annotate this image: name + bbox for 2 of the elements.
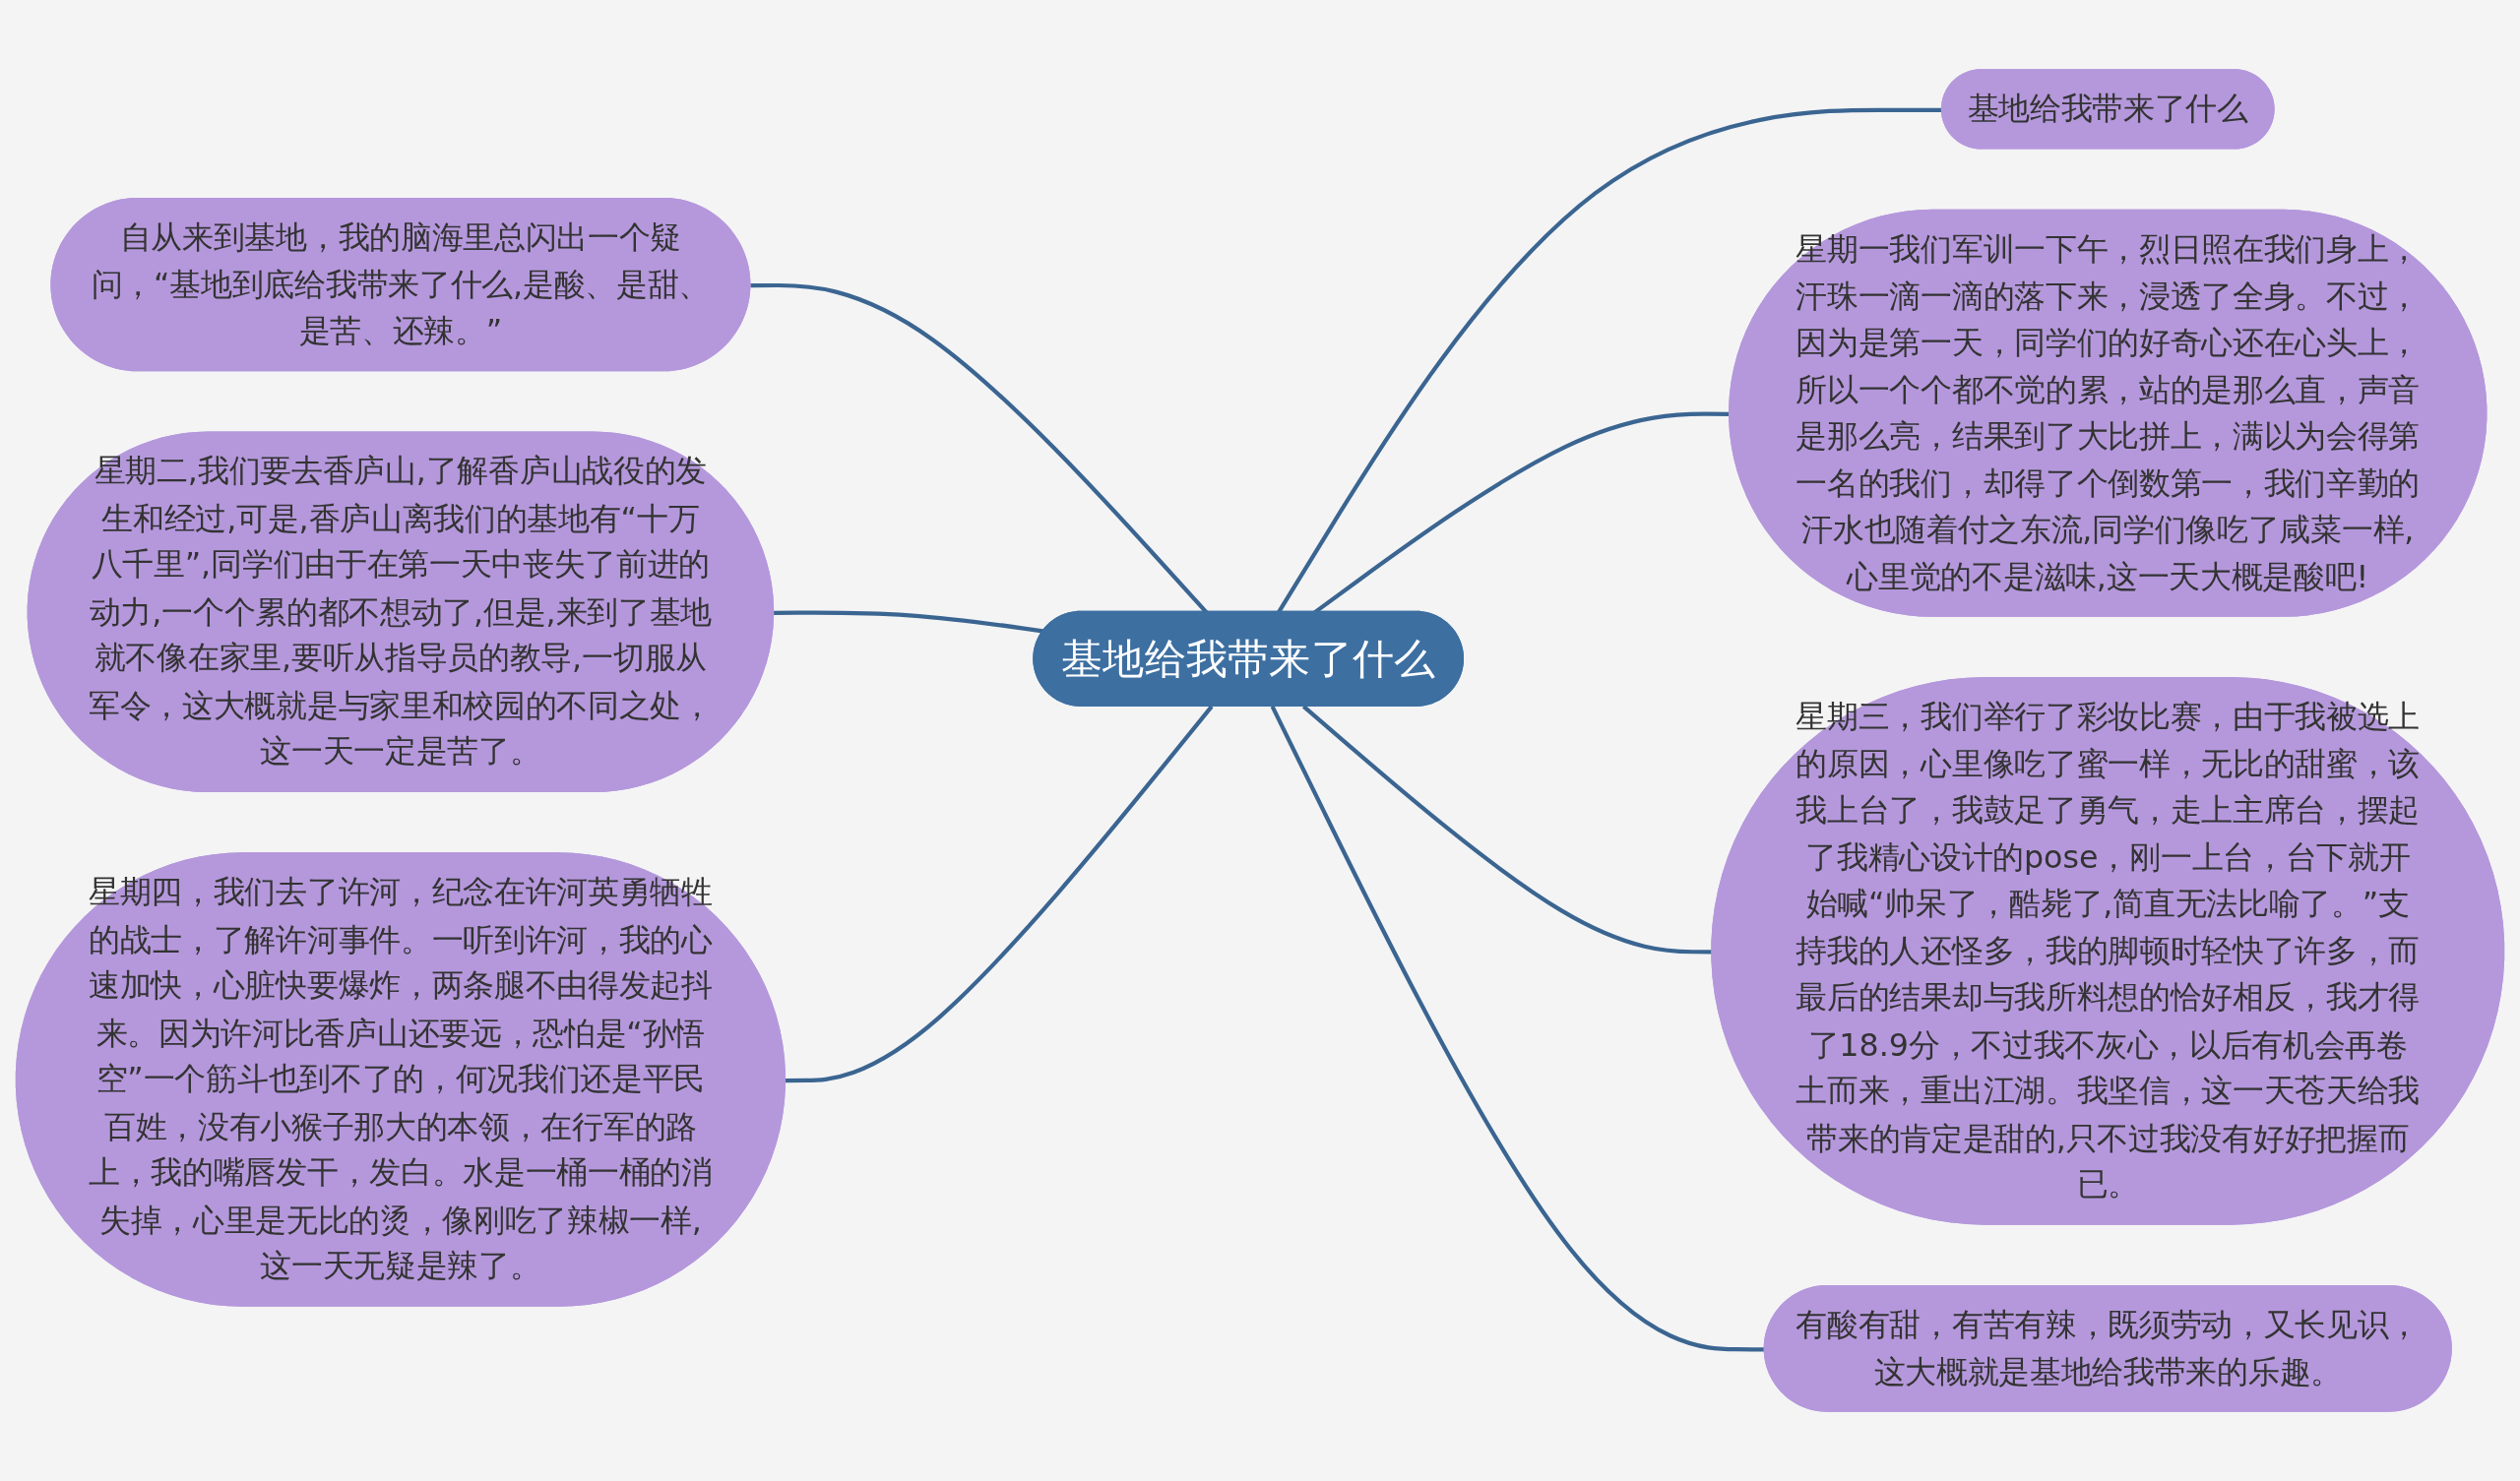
connector xyxy=(1270,706,1766,1352)
connector xyxy=(785,705,1214,1083)
